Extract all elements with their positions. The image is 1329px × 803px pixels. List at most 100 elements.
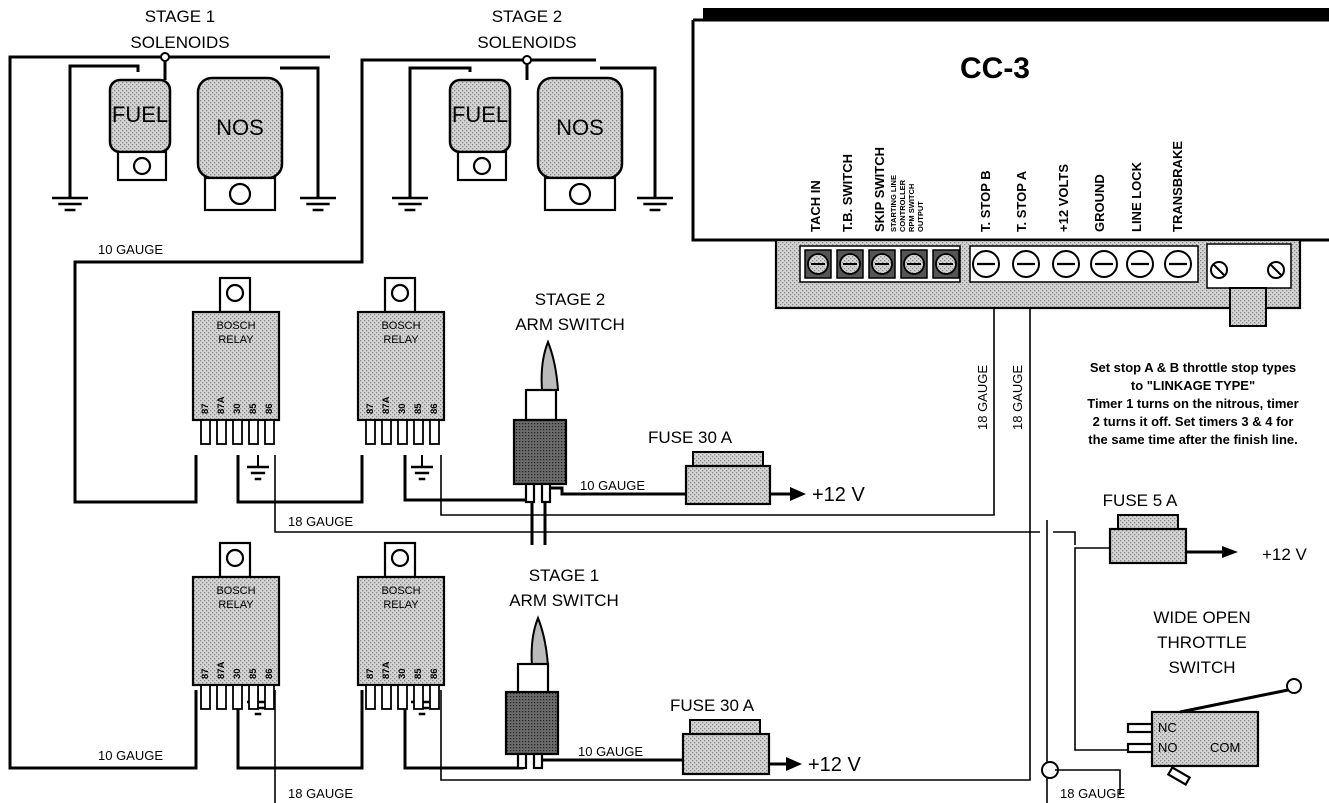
terminal-screw [1164,250,1192,278]
relay-pin-label: 87A [381,661,392,679]
relay-pin [365,419,376,445]
stage2-solenoids-sub: SOLENOIDS [477,33,576,52]
terminal-screw [900,249,928,279]
wot-nc: NC [1158,720,1177,735]
ground-icon [247,455,269,481]
terminal-screw [932,249,960,279]
wot-label-3: SWITCH [1168,658,1235,677]
nos-label-2: NOS [556,115,604,140]
relay-label-1: BOSCH [381,585,420,597]
terminal-screw [1090,250,1118,278]
fuse-30a-stage2: FUSE 30 A +12 V [648,428,866,506]
gauge-10-b: 10 GAUGE [580,478,645,493]
relay-pin-label: 85 [248,403,259,414]
note-line: Timer 1 turns on the nitrous, timer [1087,396,1298,411]
terminal-label: SKIP SWITCH [872,147,887,232]
fuse-5a: FUSE 5 A +12 V [1103,491,1308,565]
ground-icon [637,196,673,212]
relay-pin-label: 86 [264,403,275,414]
ground-icon [300,196,336,212]
gauge-18-vert-1: 18 GAUGE [975,365,990,430]
relay-pin-label: 30 [397,668,408,679]
note-line: to "LINKAGE TYPE" [1131,378,1255,393]
stage1-solenoids-sub: SOLENOIDS [130,33,229,52]
relay-pin [216,684,227,710]
terminal-screw [1052,250,1080,278]
terminal-label: LINE LOCK [1129,161,1144,232]
wot-switch: WIDE OPEN THROTTLE SWITCH NC NO COM [1126,608,1302,786]
terminal-screw [868,249,896,279]
nos-solenoid-2-base [543,176,617,212]
relay-pin [248,419,259,445]
note-line: 2 turns it off. Set timers 3 & 4 for [1093,414,1294,429]
plus12v-bottom: +12 V [808,754,861,776]
relay-pin [413,419,424,445]
relay-label-2: RELAY [383,334,419,346]
relay-pin-label: 30 [397,403,408,414]
relay-pin-label: 86 [429,403,440,414]
gauge-labels: 10 GAUGE 10 GAUGE 10 GAUGE 10 GAUGE 18 G… [98,242,1125,801]
relay-pin-label: 85 [413,403,424,414]
wot-switch-body [1150,710,1260,768]
stage2-arm-switch: STAGE 2 ARM SWITCH [512,290,625,504]
stage2-solenoids: STAGE 2 SOLENOIDS FUEL NOS [448,7,624,212]
relay-pin-label: 85 [248,668,259,679]
terminal-label: T. STOP B [978,170,993,232]
cc3-controller: CC-3 TACH IN T.B. SWITCH SKIP SWITCH T. STO… [691,8,1329,327]
terminal-labels: TACH IN T.B. SWITCH SKIP SWITCH T. STOP B T.… [808,141,1185,232]
fuse30-label-bottom: FUSE 30 A [670,696,755,715]
wot-no: NO [1158,740,1178,755]
skip-switch-sub-label: CONTROLLER [898,179,907,232]
relay-pin-label: 87 [200,403,211,414]
relay-pin [381,419,392,445]
stage1-solenoids: STAGE 1 SOLENOIDS FUEL NOS [108,7,284,212]
fuse30-label-top: FUSE 30 A [648,428,733,447]
terminal-label: TACH IN [808,180,823,232]
ground-symbols [52,196,673,716]
terminal-label: +12 VOLTS [1056,164,1071,232]
relay-pin [264,684,275,710]
relay-pin [365,684,376,710]
fuse5-label: FUSE 5 A [1103,491,1178,510]
relay-pin-label: 87A [381,396,392,414]
gauge-18-vert-2: 18 GAUGE [1010,365,1025,430]
gauge-10-d: 10 GAUGE [578,744,643,759]
relay-pin-label: 87 [365,403,376,414]
note-line: Set stop A & B throttle stop types [1090,360,1296,375]
relay-pin [429,684,440,710]
relay-pin [397,684,408,710]
terminal-label: T. STOP A [1014,170,1029,232]
relay-pin [248,684,259,710]
fuel-solenoid-2-base [456,150,508,182]
stage2-switch-label-2: ARM SWITCH [515,315,625,334]
fuel-solenoid-1-base [116,150,168,182]
controller-title: CC-3 [960,52,1030,85]
stage2-switch-label-1: STAGE 2 [535,290,606,309]
relay-pin [200,684,211,710]
relay-pin [413,684,424,710]
relay-pin [232,684,243,710]
stage1-switch-label-2: ARM SWITCH [509,591,619,610]
gauge-18-a: 18 GAUGE [288,514,353,529]
gauge-10-a: 10 GAUGE [98,242,163,257]
terminal-label: TRANSBRAKE [1170,141,1185,232]
relay-pin [232,419,243,445]
wires [8,55,1238,803]
setup-note: Set stop A & B throttle stop types to "LI… [1087,360,1298,447]
relay-pin-label: 87 [200,668,211,679]
relay-pin [397,419,408,445]
ground-icon [52,196,88,212]
skip-switch-sub-label: OUTPUT [916,201,925,232]
relay-pin-label: 86 [429,668,440,679]
ground-icon [411,455,433,481]
terminal-label: T.B. SWITCH [840,154,855,232]
relay-label-1: BOSCH [216,585,255,597]
gauge-10-c: 10 GAUGE [98,748,163,763]
stage2-switch-body [512,418,568,486]
relay-pin-label: 30 [232,403,243,414]
terminal-screw [972,250,1000,278]
